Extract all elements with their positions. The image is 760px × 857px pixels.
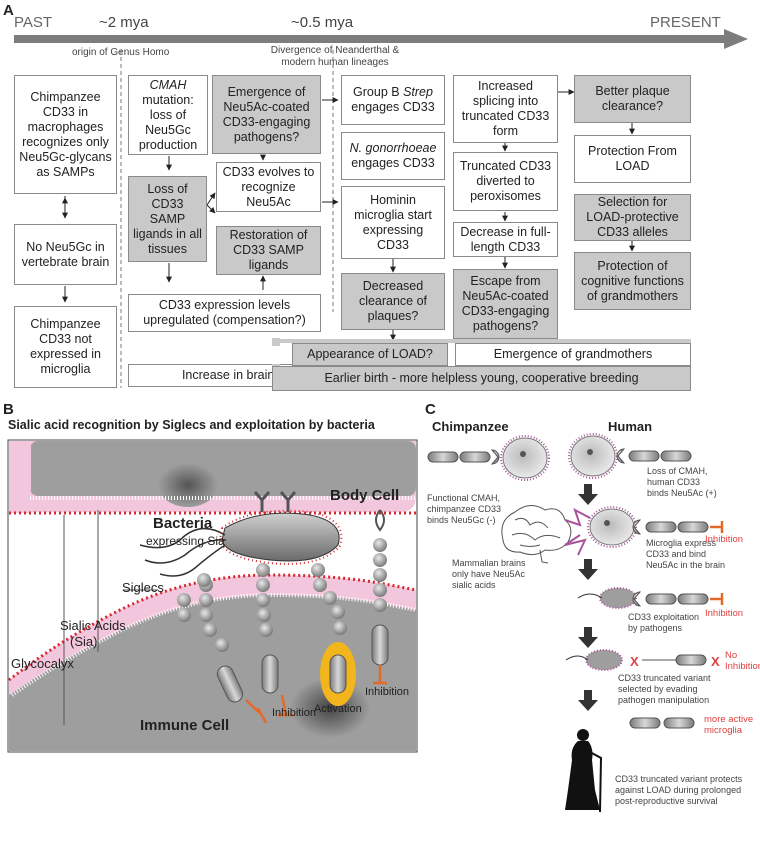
panel-b-letter: B — [3, 401, 14, 418]
timeline-05mya: ~0.5 mya — [291, 14, 354, 31]
chimpanzee-heading: Chimpanzee — [432, 419, 509, 434]
spacer-11 — [272, 338, 280, 342]
box-group-b-strep: Group B Strep engages CD33 — [341, 75, 445, 125]
divergence-label: Divergence of Neanderthal &modern human … — [270, 45, 400, 68]
arrow — [206, 204, 216, 214]
grandmother-silhouette — [565, 729, 603, 813]
box-earlier-birth: Earlier birth - more helpless young, coo… — [272, 366, 691, 391]
body-cell-nucleus — [158, 463, 218, 507]
activation-label: Activation — [314, 703, 362, 715]
box-appearance-load: Appearance of LOAD? — [292, 343, 448, 366]
box-protection-cognitive: Protection of cognitive functions of gra… — [574, 252, 691, 310]
siglec-chain-1 — [199, 578, 244, 703]
svg-text:X: X — [630, 654, 639, 669]
timeline-present: PRESENT — [650, 14, 721, 31]
box-hominin-microglia: Hominin microglia start expressing CD33 — [341, 186, 445, 259]
box-better-plaque: Better plaque clearance? — [574, 75, 691, 123]
pathogen-exploitation — [577, 587, 724, 609]
immune-cell-label: Immune Cell — [140, 717, 230, 734]
body-cell-label: Body Cell — [330, 487, 400, 504]
siglec-chain-4 — [371, 509, 389, 685]
siglecs-label: Siglecs — [122, 580, 164, 595]
bacterium-flagellum — [159, 544, 226, 577]
siglec-chain-5 — [177, 573, 211, 622]
panel-a-connectors — [14, 29, 748, 388]
box-truncated-diverted: Truncated CD33 diverted to peroxisomes — [453, 152, 558, 211]
no-inhibition-row: X X — [565, 649, 720, 671]
timeline-past: PAST — [14, 14, 53, 31]
glycocalyx-label: Glycocalyx — [11, 656, 74, 671]
flow-arrows — [578, 484, 598, 711]
bacteria-label: Bacteria — [153, 515, 213, 532]
box-gonorrhoeae: N. gonorrhoeae engages CD33 — [341, 132, 445, 180]
box-restoration: Restoration of CD33 SAMP ligands — [216, 226, 321, 275]
spacer-9 — [272, 341, 280, 345]
inhibition-label-a: Inhibition — [705, 534, 744, 545]
box-protection-load: Protection From LOAD — [574, 135, 691, 183]
body-cell — [30, 441, 416, 496]
homo-origin-label: origin of Genus Homo — [72, 47, 170, 58]
bacterium-flagellum — [144, 539, 227, 564]
box-emergence-grandmothers: Emergence of grandmothers — [455, 343, 691, 366]
sialic-acids-label: Sialic Acids(Sia) — [60, 618, 126, 649]
box-decrease-full-length: Decrease in full-length CD33 — [453, 222, 558, 257]
box-upregulated: CD33 expression levels upregulated (comp… — [128, 294, 321, 332]
panel-b-title: Sialic acid recognition by Siglecs and e… — [8, 418, 375, 432]
box-escape: Escape from Neu5Ac-coated CD33-engaging … — [453, 269, 558, 339]
box-no-neu5gc: No Neu5Gc in vertebrate brain — [14, 224, 117, 285]
svg-text:X: X — [711, 654, 720, 669]
box-decreased-clearance: Decreased clearance of plaques? — [341, 273, 445, 330]
box-cd33-evolves: CD33 evolves to recognize Neu5Ac — [216, 162, 321, 212]
box-chimp-not-expressed: Chimpanzee CD33 not expressed in microgl… — [14, 306, 117, 388]
bacterium-body — [221, 512, 340, 562]
panel-c-letter: C — [425, 401, 436, 418]
timeline-arrowhead — [724, 29, 748, 49]
panel-a-letter: A — [3, 2, 14, 19]
chimp-receptor — [427, 435, 550, 481]
siglec-chain-3 — [311, 563, 356, 706]
timeline-2mya: ~2 mya — [99, 14, 149, 31]
truncated-variant — [629, 717, 695, 729]
microglia-cell — [564, 506, 724, 556]
box-emergence-neu5ac: Emergence of Neu5Ac-coated CD33-engaging… — [212, 75, 321, 154]
siglec-chain-2 — [256, 563, 279, 694]
human-heading: Human — [608, 419, 653, 434]
inhibition-label-b: Inhibition — [705, 608, 744, 619]
arrow — [206, 192, 216, 206]
brain-icon — [501, 505, 572, 564]
box-increased-splicing: Increased splicing into truncated CD33 f… — [453, 75, 558, 143]
box-selection-alleles: Selection for LOAD-protective CD33 allel… — [574, 194, 691, 241]
inhibition-label-1: Inhibition — [272, 707, 317, 719]
box-cmah-mutation: CMAH mutation: loss of Neu5Gc production — [128, 75, 208, 155]
expressing-sia-label: expressing Sia — [146, 534, 225, 548]
spacer-10 — [272, 339, 691, 343]
inhibition-label-2: Inhibition — [365, 686, 410, 698]
box-chimp-cd33: Chimpanzee CD33 in macrophages recognize… — [14, 75, 117, 194]
human-receptor — [568, 433, 692, 479]
timeline-bar — [14, 35, 726, 43]
box-loss-samp: Loss of CD33 SAMP ligands in all tissues — [128, 176, 207, 262]
bacterium-flagellum — [139, 527, 226, 549]
